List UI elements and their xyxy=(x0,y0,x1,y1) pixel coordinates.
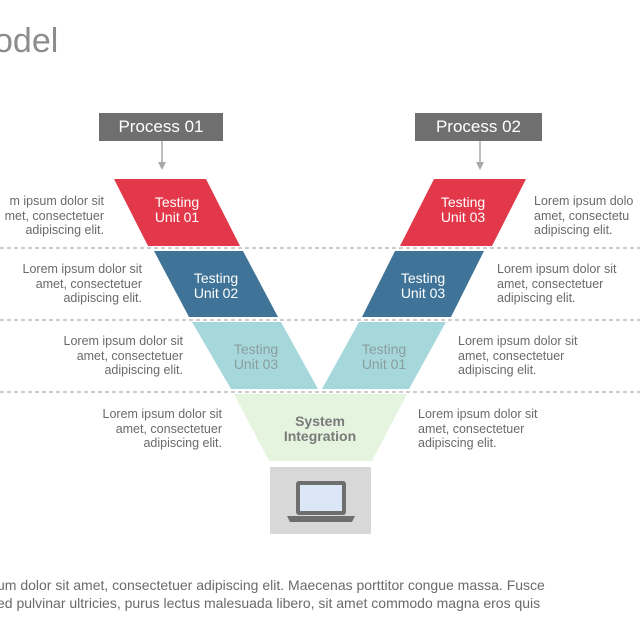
note-line: amet, consectetuer xyxy=(497,276,604,291)
note-line: adipiscing elit. xyxy=(25,223,104,237)
unit-label-right-2-line2: Unit 03 xyxy=(401,285,446,301)
unit-label-left-1-line1: Testing xyxy=(155,194,199,210)
note-line: amet, consectetuer xyxy=(35,276,142,291)
note-line: adipiscing elit. xyxy=(534,223,613,237)
note-line: Lorem ipsum dolo xyxy=(534,194,634,208)
down-arrow-icon xyxy=(158,141,166,170)
note-right-1: Lorem ipsum dolo amet, consectetu adipis… xyxy=(534,194,640,238)
integration-label-line2: Integration xyxy=(284,428,356,444)
note-left-3: Lorem ipsum dolor sit amet, consectetuer… xyxy=(3,334,184,378)
unit-label-right-2-line1: Testing xyxy=(401,270,445,286)
note-right-3: Lorem ipsum dolor sit amet, consectetuer… xyxy=(458,334,638,378)
note-left-2: Lorem ipsum dolor sit amet, consectetuer… xyxy=(0,262,143,306)
note-line: adipiscing elit. xyxy=(104,363,183,377)
note-line: Lorem ipsum dolor sit xyxy=(497,262,617,276)
note-line: amet, consectetu xyxy=(534,208,630,223)
process-02-label: Process 02 xyxy=(415,113,542,141)
note-line: Lorem ipsum dolor sit xyxy=(63,334,184,348)
note-line: amet, consectetuer xyxy=(418,421,525,436)
process-01-label: Process 01 xyxy=(99,113,223,141)
testing-unit-right-2 xyxy=(362,251,484,317)
testing-unit-left-1 xyxy=(114,179,240,246)
note-line: Lorem ipsum dolor sit xyxy=(458,334,578,348)
footer-text: sum dolor sit amet, consectetuer adipisc… xyxy=(0,576,640,612)
note-line: Lorem ipsum dolor sit xyxy=(102,407,223,421)
unit-label-left-2-line2: Unit 02 xyxy=(194,285,239,301)
unit-label-right-1-line1: Testing xyxy=(441,194,485,210)
integration-label-line1: System xyxy=(295,413,345,429)
footer-line: sum dolor sit amet, consectetuer adipisc… xyxy=(0,577,545,593)
unit-label-left-2-line1: Testing xyxy=(194,270,238,286)
note-line: amet, consectetuer xyxy=(458,348,565,363)
unit-label-left-3-line1: Testing xyxy=(234,341,278,357)
system-integration-block xyxy=(234,394,407,461)
testing-unit-right-1 xyxy=(400,179,526,246)
unit-label-left-3-line2: Unit 03 xyxy=(234,356,279,372)
unit-label-right-3-line2: Unit 01 xyxy=(362,356,407,372)
testing-unit-left-2 xyxy=(154,251,278,317)
unit-label-left-1-line2: Unit 01 xyxy=(155,209,200,225)
note-right-2: Lorem ipsum dolor sit amet, consectetuer… xyxy=(497,262,637,306)
note-line: adipiscing elit. xyxy=(458,363,537,377)
note-line: amet, consectetuer xyxy=(115,421,222,436)
note-line: adipiscing elit. xyxy=(418,436,497,450)
page-title: odel xyxy=(0,22,59,60)
testing-unit-left-3 xyxy=(192,322,318,389)
unit-label-right-3-line1: Testing xyxy=(362,341,406,357)
footer-line: sed pulvinar ultricies, purus lectus mal… xyxy=(0,595,541,611)
laptop-icon xyxy=(287,481,355,522)
note-line: amet, consectetuer xyxy=(76,348,183,363)
note-line: adipiscing elit. xyxy=(497,291,576,305)
note-left-1: m ipsum dolor sit met, consectetuer adip… xyxy=(0,194,104,238)
testing-unit-right-3 xyxy=(322,322,446,389)
note-line: adipiscing elit. xyxy=(63,291,142,305)
down-arrow-icon xyxy=(476,141,484,170)
unit-label-right-1-line2: Unit 03 xyxy=(441,209,486,225)
note-line: Lorem ipsum dolor sit xyxy=(418,407,538,421)
note-line: Lorem ipsum dolor sit xyxy=(22,262,143,276)
note-line: m ipsum dolor sit xyxy=(9,194,104,208)
note-line: adipiscing elit. xyxy=(143,436,222,450)
note-right-4: Lorem ipsum dolor sit amet, consectetuer… xyxy=(418,407,598,451)
note-line: met, consectetuer xyxy=(4,208,104,223)
note-left-4: Lorem ipsum dolor sit amet, consectetuer… xyxy=(42,407,223,451)
